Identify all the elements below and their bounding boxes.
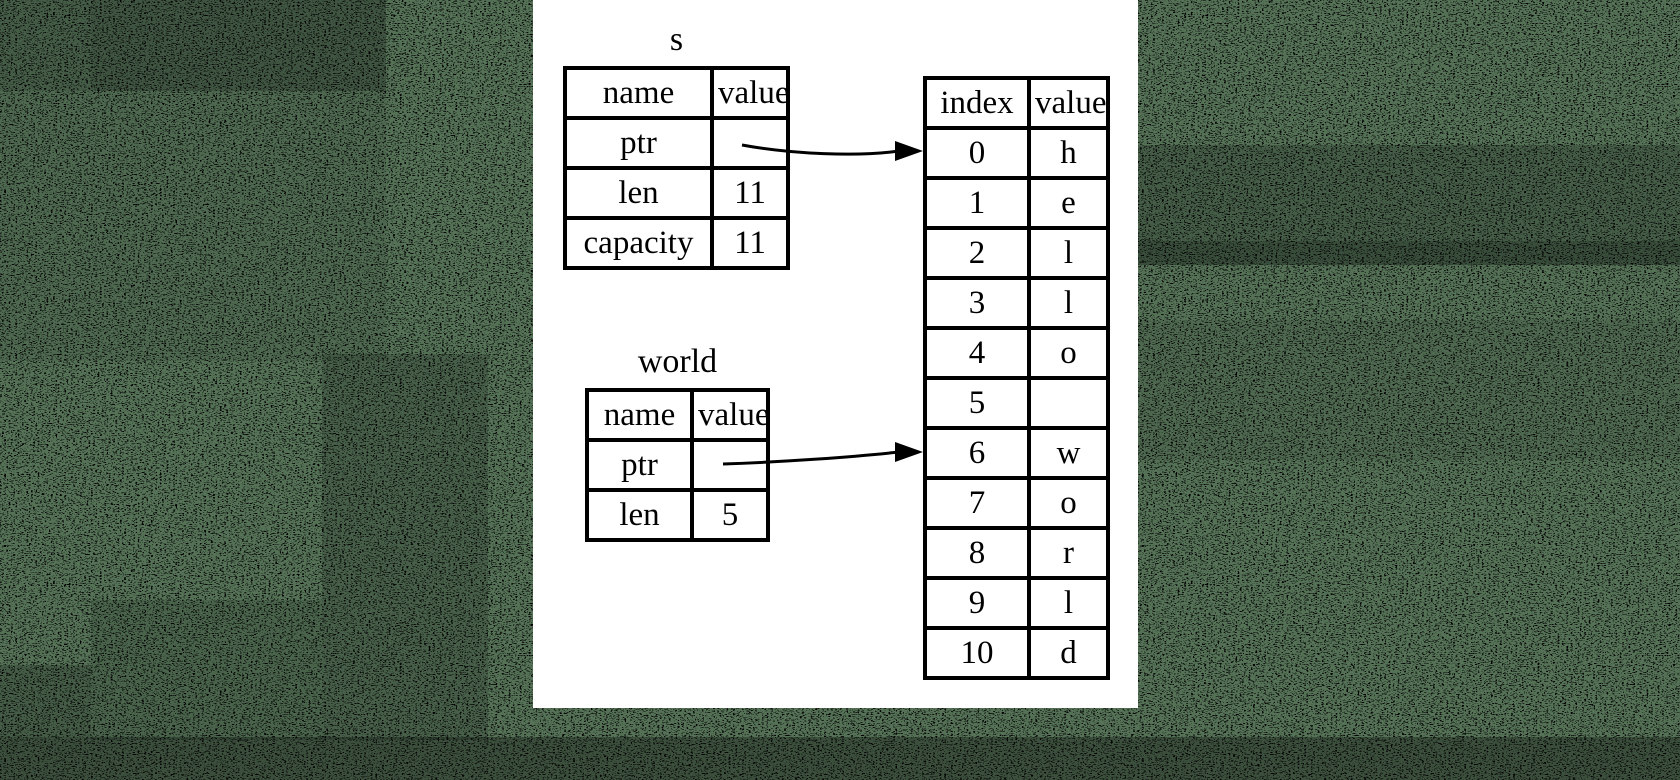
table-cell: 6 <box>923 426 1031 480</box>
world-slice-label: world <box>637 343 718 380</box>
table-cell: ptr <box>563 116 714 170</box>
table-cell: r <box>1027 526 1110 580</box>
table-cell: capacity <box>563 216 714 270</box>
table-cell: 10 <box>923 626 1031 680</box>
table-cell: 5 <box>923 376 1031 430</box>
table-row: 5 <box>923 376 1110 430</box>
table-cell: w <box>1027 426 1110 480</box>
table-cell: 0 <box>923 126 1031 180</box>
table-cell: l <box>1027 276 1110 330</box>
table-cell: ptr <box>585 438 694 492</box>
table-cell: 5 <box>690 488 770 542</box>
column-header-cell: index <box>923 76 1031 130</box>
s-struct-label: s <box>669 21 684 58</box>
column-header-cell: value <box>1027 76 1110 130</box>
table-cell: 7 <box>923 476 1031 530</box>
table-cell: len <box>563 166 714 220</box>
column-header-cell: value <box>710 66 790 120</box>
table-row: ptr <box>585 438 770 492</box>
table-cell: 11 <box>710 216 790 270</box>
table-cell: e <box>1027 176 1110 230</box>
table-cell: d <box>1027 626 1110 680</box>
table-cell: 11 <box>710 166 790 220</box>
table-cell <box>710 116 790 170</box>
table-cell: o <box>1027 326 1110 380</box>
table-cell: 4 <box>923 326 1031 380</box>
table-cell: 2 <box>923 226 1031 280</box>
column-header-cell: name <box>585 388 694 442</box>
table-cell: l <box>1027 226 1110 280</box>
table-cell <box>690 438 770 492</box>
table-cell <box>1027 376 1110 430</box>
column-header-cell: value <box>690 388 770 442</box>
table-cell: 1 <box>923 176 1031 230</box>
table-cell: 8 <box>923 526 1031 580</box>
table-cell: l <box>1027 576 1110 630</box>
table-cell: 3 <box>923 276 1031 330</box>
table-cell: 9 <box>923 576 1031 630</box>
column-header-cell: name <box>563 66 714 120</box>
table-cell: len <box>585 488 694 542</box>
table-cell: o <box>1027 476 1110 530</box>
table-cell: h <box>1027 126 1110 180</box>
table-row: ptr <box>563 116 790 170</box>
